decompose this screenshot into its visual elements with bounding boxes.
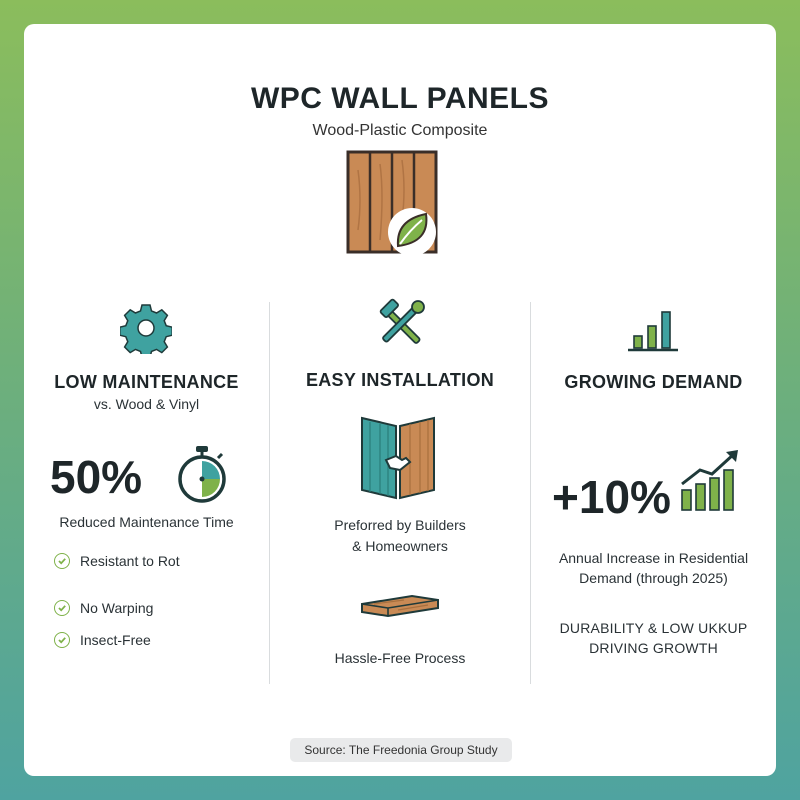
interlocking-panels-icon	[361, 416, 435, 500]
source-badge: Source: The Freedonia Group Study	[290, 738, 512, 762]
maintenance-heading: LOW MAINTENANCE	[54, 372, 239, 392]
demand-caption-line1: DURABILITY & LOW UKKUP	[559, 620, 748, 636]
maintenance-subheading: vs. Wood & Vinyl	[93, 396, 200, 412]
check-item: Insect-Free	[54, 632, 151, 648]
demand-stat: +10%	[552, 471, 671, 523]
installation-line2: & Homeowners	[352, 538, 448, 554]
installation-heading: EASY INSTALLATION	[305, 370, 495, 390]
column-divider	[530, 302, 531, 684]
gear-icon	[120, 304, 172, 354]
maintenance-stat-label: Reduced Maintenance Time	[59, 514, 234, 530]
demand-heading: GROWING DEMAND	[564, 372, 743, 392]
demand-line2: Demand (through 2025)	[579, 570, 728, 586]
page-title: WPC WALL PANELS	[250, 82, 550, 115]
growth-chart-icon	[681, 450, 738, 511]
check-circle-icon	[54, 632, 70, 648]
check-item-label: Resistant to Rot	[80, 553, 180, 569]
check-item-label: No Warping	[80, 600, 154, 616]
bar-chart-icon	[628, 311, 678, 352]
installation-process: Hassle-Free Process	[334, 650, 466, 666]
check-item: Resistant to Rot	[54, 553, 180, 569]
hammer-wrench-icon	[379, 298, 425, 344]
stopwatch-icon	[178, 446, 226, 503]
page-subtitle: Wood-Plastic Composite	[312, 122, 488, 139]
check-circle-icon	[54, 600, 70, 616]
infographic-card: WPC WALL PANELS Wood-Plastic Composite L…	[24, 24, 776, 776]
demand-line1: Annual Increase in Residential	[558, 550, 749, 566]
column-divider	[269, 302, 270, 684]
check-item: No Warping	[54, 600, 153, 616]
demand-caption-line2: DRIVING GROWTH	[589, 640, 718, 656]
installation-line1: Preforred by Builders	[334, 517, 466, 533]
wood-plank-icon	[361, 594, 439, 618]
wood-panel-leaf-icon	[346, 150, 438, 256]
check-circle-icon	[54, 553, 70, 569]
check-item-label: Insect-Free	[80, 632, 151, 648]
maintenance-stat: 50%	[50, 451, 143, 503]
